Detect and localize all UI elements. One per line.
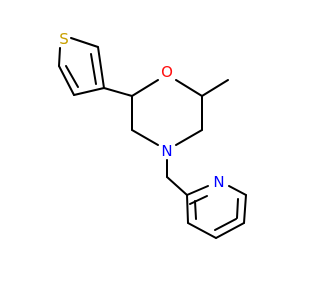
bond-c5-n4 bbox=[175, 129, 203, 146]
atom-nitrogen-pyridine: N bbox=[213, 173, 224, 191]
bond-ch2-py-c2 bbox=[166, 176, 188, 196]
bond-n4-c3 bbox=[131, 129, 159, 146]
bond-py-c2-n-inner bbox=[189, 195, 208, 205]
bond-py-c5-c4 bbox=[215, 222, 245, 239]
bond-s-c2 bbox=[70, 37, 99, 48]
bond-py-c6-c5 bbox=[243, 194, 247, 224]
bond-py-c3-c2-inner bbox=[194, 200, 197, 220]
bond-thienyl-c2 bbox=[103, 87, 133, 97]
bond-c2-c3-inner bbox=[90, 53, 97, 85]
atom-nitrogen-morpholine: N bbox=[161, 142, 172, 160]
bond-py-n-c6 bbox=[228, 185, 247, 196]
molecule-structure-diagram: S O N N bbox=[58, 30, 247, 239]
bond-c6-methyl bbox=[201, 79, 229, 97]
morpholine-ring bbox=[103, 79, 229, 178]
bond-py-c2-n bbox=[186, 185, 209, 196]
bond-c2-c3 bbox=[97, 46, 105, 89]
bond-py-c6-c5-inner bbox=[236, 198, 239, 219]
bond-c4-c5-inner bbox=[65, 65, 79, 88]
bond-c4-c5 bbox=[58, 65, 75, 96]
bond-c2-o1 bbox=[131, 79, 159, 97]
bond-py-c3-c2 bbox=[186, 194, 189, 224]
bond-c3-c4 bbox=[73, 87, 105, 96]
bond-py-c4-c3 bbox=[187, 222, 217, 239]
pyridine-ring bbox=[166, 176, 247, 239]
thiophene-ring bbox=[58, 37, 105, 96]
bond-o1-c6 bbox=[175, 79, 203, 97]
bond-c5-s bbox=[58, 47, 61, 67]
bond-py-c5-c4-inner bbox=[214, 218, 237, 231]
atom-oxygen: O bbox=[161, 63, 173, 81]
atom-sulfur: S bbox=[59, 30, 69, 48]
